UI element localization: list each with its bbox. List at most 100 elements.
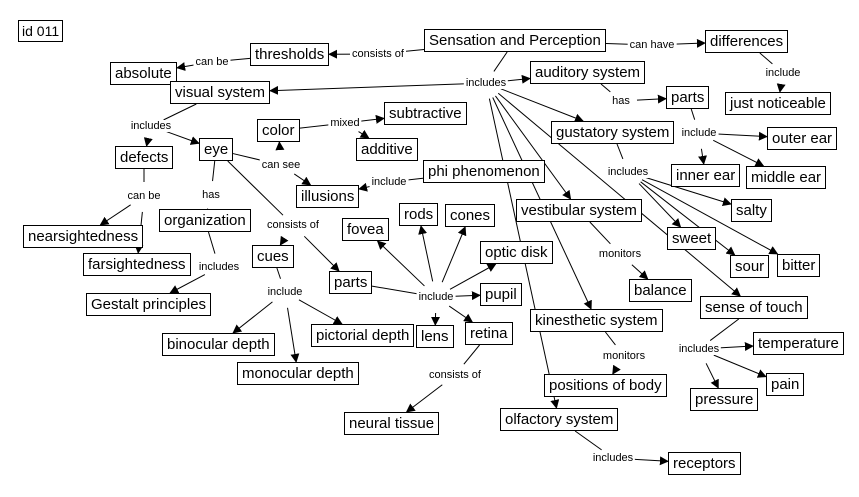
linking-phrase-includes-vis: includes (128, 120, 174, 132)
concept-retina[interactable]: retina (465, 322, 513, 345)
concept-kinesthetic[interactable]: kinesthetic system (530, 309, 663, 332)
arrow-l_includes_org-to-gestalt (169, 274, 206, 294)
connector-eparts-to-l_include_parts (371, 285, 423, 296)
concept-auditory[interactable]: auditory system (530, 61, 646, 84)
concept-eparts[interactable]: parts (329, 271, 373, 294)
concept-vestibular[interactable]: vestibular system (516, 199, 642, 222)
concept-cones[interactable]: cones (445, 204, 496, 227)
arrow-l_canbe2-to-near (99, 204, 131, 226)
arrow-l_includes_touch-to-temperature (714, 341, 754, 351)
arrow-l_includes_main-to-visual (269, 83, 471, 95)
arrow-l_include_ear-to-middle (713, 139, 765, 167)
arrow-l_include_ear-to-outer (714, 131, 768, 141)
concept-neural[interactable]: neural tissue (344, 412, 440, 435)
concept-binocular[interactable]: binocular depth (162, 333, 275, 356)
concept-aparts[interactable]: parts (666, 86, 710, 109)
linking-phrase-has-aud: has (610, 95, 632, 107)
concept-fovea[interactable]: fovea (342, 218, 389, 241)
arrow-l_mixed-to-additive (358, 129, 370, 139)
concept-jn[interactable]: just noticeable (725, 92, 831, 115)
concept-touch[interactable]: sense of touch (700, 296, 808, 319)
linking-phrase-include-ill: include (369, 176, 409, 188)
concept-subtractive[interactable]: subtractive (384, 102, 467, 125)
concept-absolute[interactable]: absolute (110, 62, 177, 85)
concept-rods[interactable]: rods (399, 203, 439, 226)
connector-vestibular-to-l_monitors_vest (589, 221, 611, 245)
concept-additive[interactable]: additive (356, 138, 418, 161)
concept-far[interactable]: farsightedness (83, 253, 191, 276)
linking-phrase-mixed: mixed (328, 117, 362, 129)
linking-phrase-includes-touch: includes (676, 343, 722, 355)
concept-bitter[interactable]: bitter (777, 254, 821, 277)
connector-organization-to-l_includes_org (207, 231, 216, 254)
concept-cues[interactable]: cues (252, 245, 294, 268)
arrow-l_consists_ret-to-neural (405, 384, 443, 413)
concept-organization[interactable]: organization (159, 209, 251, 232)
connector-touch-to-l_includes_touch (709, 318, 740, 341)
concept-monocular[interactable]: monocular depth (237, 362, 359, 385)
linking-phrase-include-diff: include (763, 67, 803, 79)
concept-phi[interactable]: phi phenomenon (423, 160, 545, 183)
concept-sp[interactable]: Sensation and Perception (424, 29, 606, 52)
concept-defects[interactable]: defects (115, 146, 174, 169)
concept-eye[interactable]: eye (199, 138, 234, 161)
connector-olfactory-to-l_includes_olf (574, 430, 602, 451)
arrow-l_has_aud-to-aparts (636, 94, 667, 104)
connector-retina-to-l_consists_ret (463, 344, 480, 365)
linking-phrase-include-cues: include (265, 286, 305, 298)
concept-gestalt[interactable]: Gestalt principles (86, 293, 212, 316)
linking-phrase-include-ear: include (679, 127, 719, 139)
arrow-l_includes_gust-to-bitter (641, 179, 779, 255)
arrow-l_monitors_vest-to-balance (631, 264, 649, 280)
concept-visual[interactable]: visual system (170, 81, 271, 104)
connector-differences-to-l_include_diff (759, 52, 773, 65)
concept-middle[interactable]: middle ear (746, 166, 827, 189)
concept-receptors[interactable]: receptors (668, 452, 741, 475)
linking-phrase-includes-main: includes (463, 77, 509, 89)
arrow-l_include_parts-to-pupil (451, 291, 481, 301)
connector-color-to-l_mixed (299, 124, 332, 129)
arrow-l_includes_vis-to-eye (165, 130, 200, 145)
concept-salty[interactable]: salty (731, 199, 772, 222)
concept-balance[interactable]: balance (629, 279, 692, 302)
concept-temperature[interactable]: temperature (753, 332, 844, 355)
arrow-l_include_parts-to-optic (449, 263, 497, 290)
concept-thresholds[interactable]: thresholds (250, 43, 330, 66)
linking-phrase-includes-org: includes (196, 261, 242, 273)
connector-gustatory-to-l_includes_gust (616, 143, 624, 160)
concept-gustatory[interactable]: gustatory system (551, 121, 675, 144)
concept-color[interactable]: color (257, 119, 300, 142)
arrow-l_include_cues-to-binocular (232, 301, 273, 334)
concept-pressure[interactable]: pressure (690, 388, 759, 411)
concept-lens[interactable]: lens (416, 325, 454, 348)
concept-pain[interactable]: pain (766, 373, 805, 396)
concept-olfactory[interactable]: olfactory system (500, 408, 619, 431)
arrow-l_include_cues-to-monocular (287, 307, 300, 363)
concept-sweet[interactable]: sweet (667, 227, 717, 250)
connector-auditory-to-l_has_aud (600, 83, 611, 93)
connector-eye-to-l_has_eye (212, 160, 216, 182)
linking-phrase-monitors-kin: monitors (600, 350, 648, 362)
connector-sp-to-l_includes_main (493, 51, 508, 72)
concept-pupil[interactable]: pupil (480, 283, 522, 306)
concept-sour[interactable]: sour (730, 255, 770, 278)
linking-phrase-has-eye: has (200, 189, 222, 201)
arrow-l_include_cues-to-pictorial (298, 299, 343, 325)
linking-phrase-includes-gust: includes (605, 166, 651, 178)
concept-pictorial[interactable]: pictorial depth (311, 324, 415, 347)
concept-illusions[interactable]: illusions (296, 185, 360, 208)
concept-optic[interactable]: optic disk (480, 241, 553, 264)
arrow-l_includes_touch-to-pain (713, 354, 767, 378)
linking-phrase-consists: consists of (350, 48, 406, 60)
concept-positions[interactable]: positions of body (544, 374, 667, 397)
connector-kinesthetic-to-l_monitors_kin (605, 331, 616, 346)
concept-inner[interactable]: inner ear (671, 164, 741, 187)
arrow-l_cansee-to-color (275, 141, 285, 151)
linking-phrase-monitors-vest: monitors (596, 248, 644, 260)
arrow-l_consists_eye-to-cues (279, 235, 289, 246)
concept-outer[interactable]: outer ear (767, 127, 838, 150)
concept-near[interactable]: nearsightedness (23, 225, 144, 248)
concept-differences[interactable]: differences (705, 30, 789, 53)
arrow-l_includes_gust-to-salty (643, 176, 732, 206)
